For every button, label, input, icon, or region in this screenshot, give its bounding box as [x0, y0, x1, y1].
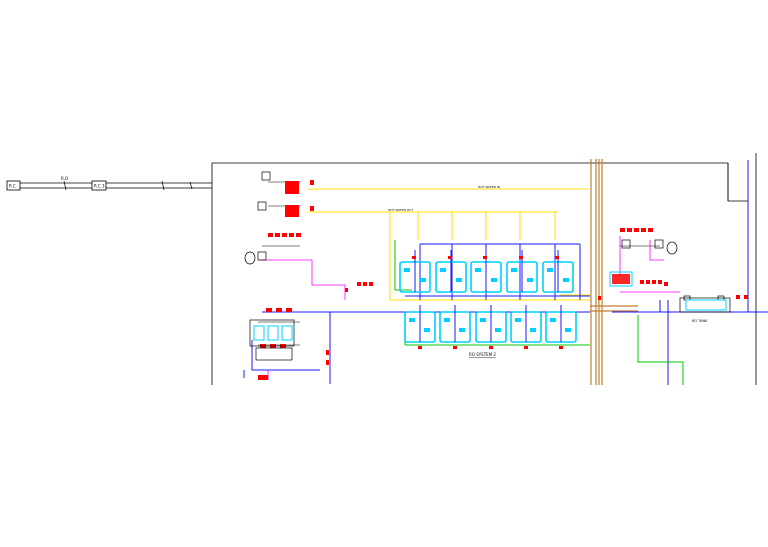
ro-array-upper [399, 250, 574, 293]
rc-box-right [91, 180, 107, 191]
permeate-line-label-2: HOT WATER OUT [388, 208, 413, 212]
instrument-bubbles [253, 271, 727, 341]
chemical-lines [260, 236, 680, 380]
brine-header-lines [590, 159, 638, 385]
instrument-lines [258, 181, 660, 346]
ro-tank-label: RO TANK [692, 319, 708, 323]
drawing-frame [211, 153, 757, 385]
permeate-line-label-1: HOT WATER IN [478, 185, 500, 189]
rc-box-left-label: R.C [9, 184, 16, 189]
rc-box-left [6, 180, 21, 191]
dosing-equipment [244, 171, 731, 361]
permeate-lines [308, 188, 590, 301]
ro-system-title: RO SYSTEM 2 [469, 352, 496, 357]
feed-lines [243, 160, 768, 385]
ro-array-lower [404, 305, 577, 349]
rc-box-right-label: R.C 3 [94, 184, 105, 189]
valve-tags [258, 180, 748, 380]
left-inlet-lines [20, 180, 212, 191]
cartridge-filter [612, 274, 630, 284]
top-line-label: R.O [61, 176, 68, 181]
